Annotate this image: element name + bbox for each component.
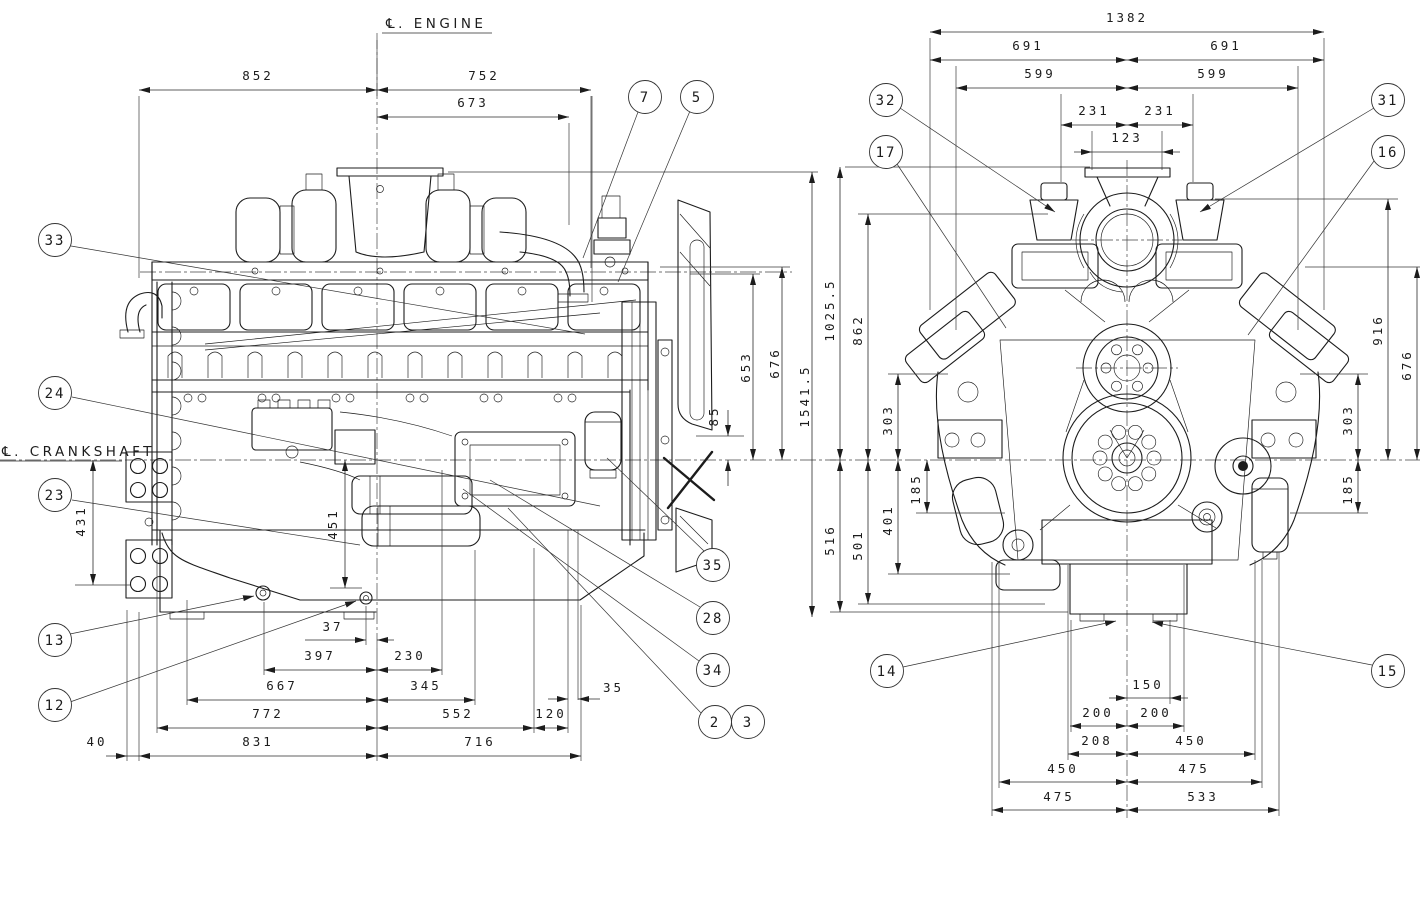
svg-text:231: 231	[1078, 103, 1110, 118]
right-view-drawing	[904, 167, 1350, 622]
svg-text:23: 23	[45, 488, 66, 504]
svg-text:475: 475	[1178, 761, 1210, 776]
svg-text:533: 533	[1187, 789, 1219, 804]
svg-text:231: 231	[1144, 103, 1176, 118]
callout-24: 24	[38, 376, 601, 507]
callout-28: 28	[489, 479, 730, 635]
svg-text:852: 852	[242, 68, 274, 83]
svg-text:33: 33	[45, 233, 66, 249]
svg-text:200: 200	[1140, 705, 1172, 720]
callout-35: 35	[606, 457, 730, 582]
svg-text:13: 13	[45, 633, 66, 649]
svg-text:552: 552	[442, 706, 474, 721]
svg-text:431: 431	[73, 505, 88, 537]
label-crankshaft-centerline: ℄. CRANKSHAFT	[1, 444, 155, 460]
svg-text:208: 208	[1081, 733, 1113, 748]
svg-text:667: 667	[266, 678, 298, 693]
dimension-lines	[90, 29, 1420, 813]
callout-15: 15	[1151, 621, 1405, 688]
svg-text:7: 7	[640, 90, 650, 106]
svg-text:673: 673	[457, 95, 489, 110]
label-engine-centerline: ℄. ENGINE	[385, 16, 486, 32]
svg-text:185: 185	[1340, 473, 1355, 505]
callout-34: 34	[462, 488, 730, 687]
svg-text:12: 12	[45, 698, 66, 714]
callout-31: 31	[1199, 83, 1405, 213]
svg-text:303: 303	[1340, 404, 1355, 436]
svg-text:303: 303	[880, 404, 895, 436]
svg-text:24: 24	[45, 386, 66, 402]
svg-text:34: 34	[703, 663, 724, 679]
dimension-labels: ℄. ENGINE ℄. CRANKSHAFT 852 752 673 653 …	[0, 10, 1414, 804]
svg-text:185: 185	[908, 473, 923, 505]
svg-text:85: 85	[706, 405, 721, 426]
svg-text:862: 862	[850, 314, 865, 346]
svg-text:716: 716	[464, 734, 496, 749]
svg-text:1025.5: 1025.5	[822, 278, 837, 341]
svg-text:450: 450	[1175, 733, 1207, 748]
svg-text:32: 32	[876, 93, 897, 109]
svg-text:831: 831	[242, 734, 274, 749]
svg-text:691: 691	[1012, 38, 1044, 53]
svg-text:2: 2	[710, 715, 720, 731]
svg-text:752: 752	[468, 68, 500, 83]
svg-text:345: 345	[410, 678, 442, 693]
svg-text:31: 31	[1378, 93, 1399, 109]
svg-text:475: 475	[1043, 789, 1075, 804]
svg-text:1382: 1382	[1106, 10, 1148, 25]
svg-text:230: 230	[394, 648, 426, 663]
callout-5: 5	[617, 80, 714, 283]
svg-text:916: 916	[1370, 314, 1385, 346]
svg-text:397: 397	[304, 648, 336, 663]
svg-text:599: 599	[1024, 66, 1056, 81]
svg-text:401: 401	[880, 504, 895, 536]
svg-text:451: 451	[325, 508, 340, 540]
callout-32: 32	[869, 83, 1056, 213]
callout-17: 17	[869, 135, 1007, 329]
svg-text:35: 35	[603, 680, 624, 695]
svg-text:35: 35	[703, 558, 724, 574]
callouts: 33 24 23 13 12 7 5 35 28	[38, 80, 1405, 739]
svg-text:28: 28	[703, 611, 724, 627]
svg-text:653: 653	[738, 351, 753, 383]
callout-33: 33	[38, 223, 586, 335]
svg-text:200: 200	[1082, 705, 1114, 720]
svg-text:516: 516	[822, 524, 837, 556]
callout-13: 13	[38, 595, 255, 657]
svg-text:772: 772	[252, 706, 284, 721]
svg-text:3: 3	[743, 715, 753, 731]
svg-text:1541.5: 1541.5	[797, 364, 812, 427]
callout-12: 12	[38, 600, 357, 722]
svg-text:15: 15	[1378, 664, 1399, 680]
callout-2: 2	[507, 507, 732, 739]
svg-text:120: 120	[535, 706, 567, 721]
left-view-drawing	[119, 167, 716, 620]
extension-lines	[75, 38, 1420, 816]
svg-text:16: 16	[1378, 145, 1399, 161]
callout-3: 3	[731, 705, 765, 739]
svg-text:40: 40	[86, 734, 107, 749]
svg-text:17: 17	[876, 145, 897, 161]
svg-text:14: 14	[877, 664, 898, 680]
callout-7: 7	[582, 80, 662, 259]
svg-text:123: 123	[1111, 130, 1143, 145]
svg-text:599: 599	[1197, 66, 1229, 81]
svg-text:501: 501	[850, 529, 865, 561]
svg-text:5: 5	[692, 90, 702, 106]
svg-text:676: 676	[1399, 349, 1414, 381]
svg-text:691: 691	[1210, 38, 1242, 53]
svg-text:150: 150	[1132, 677, 1164, 692]
svg-text:37: 37	[322, 619, 343, 634]
svg-text:450: 450	[1047, 761, 1079, 776]
callout-23: 23	[38, 478, 361, 546]
callout-16: 16	[1247, 135, 1405, 336]
callout-14: 14	[870, 620, 1117, 688]
svg-text:676: 676	[767, 347, 782, 379]
